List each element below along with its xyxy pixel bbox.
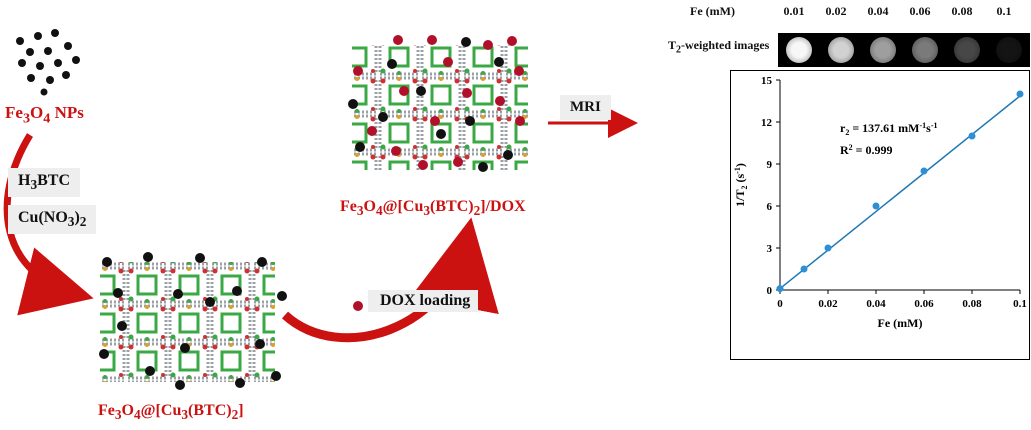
concentration-label: 0.02 <box>825 4 847 18</box>
data-point <box>968 132 976 140</box>
x-tick-label: 0.06 <box>914 298 934 310</box>
y-tick-label: 15 <box>761 75 773 87</box>
data-point <box>872 202 880 210</box>
mof-label: Fe3O4@[Cu3(BTC)2] <box>98 402 244 423</box>
t2-phantom <box>954 37 980 63</box>
t2-phantom <box>870 37 896 63</box>
x-tick-label: 0.08 <box>962 298 982 310</box>
concentration-label: 0.06 <box>909 4 931 18</box>
np-label: Fe3O4 NPs <box>5 103 84 127</box>
concentration-label: 0.04 <box>867 4 889 18</box>
fe-header: Fe (mM) <box>690 4 735 18</box>
y-tick-label: 6 <box>767 201 773 213</box>
r2-annotation: r2 = 137.61 mM-1s-1 <box>840 121 938 137</box>
concentration-row: 0.01 0.02 0.04 0.06 0.08 0.1 <box>773 4 1031 20</box>
concentration-label: 0.08 <box>951 4 973 18</box>
mof-dox-label: Fe3O4@[Cu3(BTC)2]/DOX <box>340 198 526 219</box>
fit-line <box>779 95 1021 290</box>
mof-dox-framework <box>348 35 528 172</box>
x-tick-label: 0 <box>777 298 783 310</box>
concentration-label: 0.1 <box>996 4 1012 18</box>
t2-image-strip <box>778 33 1030 67</box>
np-cluster <box>16 29 80 96</box>
data-point <box>800 265 808 273</box>
y-tick-label: 3 <box>767 243 773 255</box>
t2-row-label: T2-weighted images <box>668 38 770 56</box>
t2-phantom <box>828 37 854 63</box>
mri-label: MRI <box>560 95 611 120</box>
y-tick-label: 0 <box>767 285 773 297</box>
data-point <box>920 167 928 175</box>
data-point <box>824 244 832 252</box>
y-axis-label: 1/T2 (s-1) <box>733 163 749 207</box>
x-axis-label: Fe (mM) <box>878 316 923 330</box>
t2-phantom <box>996 37 1022 63</box>
concentration-label: 0.01 <box>783 4 805 18</box>
reagent-h3btc: H3BTC <box>8 168 81 198</box>
x-tick-label: 0.1 <box>1013 298 1027 310</box>
mof-framework <box>99 252 287 390</box>
reagent-cuno3: Cu(NO3)2 <box>8 205 97 235</box>
x-tick-label: 0.04 <box>866 298 886 310</box>
t2-phantom <box>912 37 938 63</box>
scheme-graphics <box>3 29 638 390</box>
r-squared-annotation: R2 = 0.999 <box>840 143 893 157</box>
y-tick-label: 9 <box>767 159 773 171</box>
y-tick-label: 12 <box>761 117 773 129</box>
x-tick-label: 0.02 <box>818 298 838 310</box>
data-point <box>776 285 784 293</box>
data-point <box>1016 90 1024 98</box>
chart-frame <box>730 70 1030 360</box>
t2-phantom <box>786 37 812 63</box>
dox-dot-icon <box>353 301 363 311</box>
loading-arrow <box>281 217 499 343</box>
dox-loading-label: DOX loading <box>368 290 479 312</box>
t2-chart: 0 0.02 0.04 0.06 0.08 0.1 0 3 6 9 12 15 Fe (mM) 1/T2 … <box>730 70 1030 360</box>
